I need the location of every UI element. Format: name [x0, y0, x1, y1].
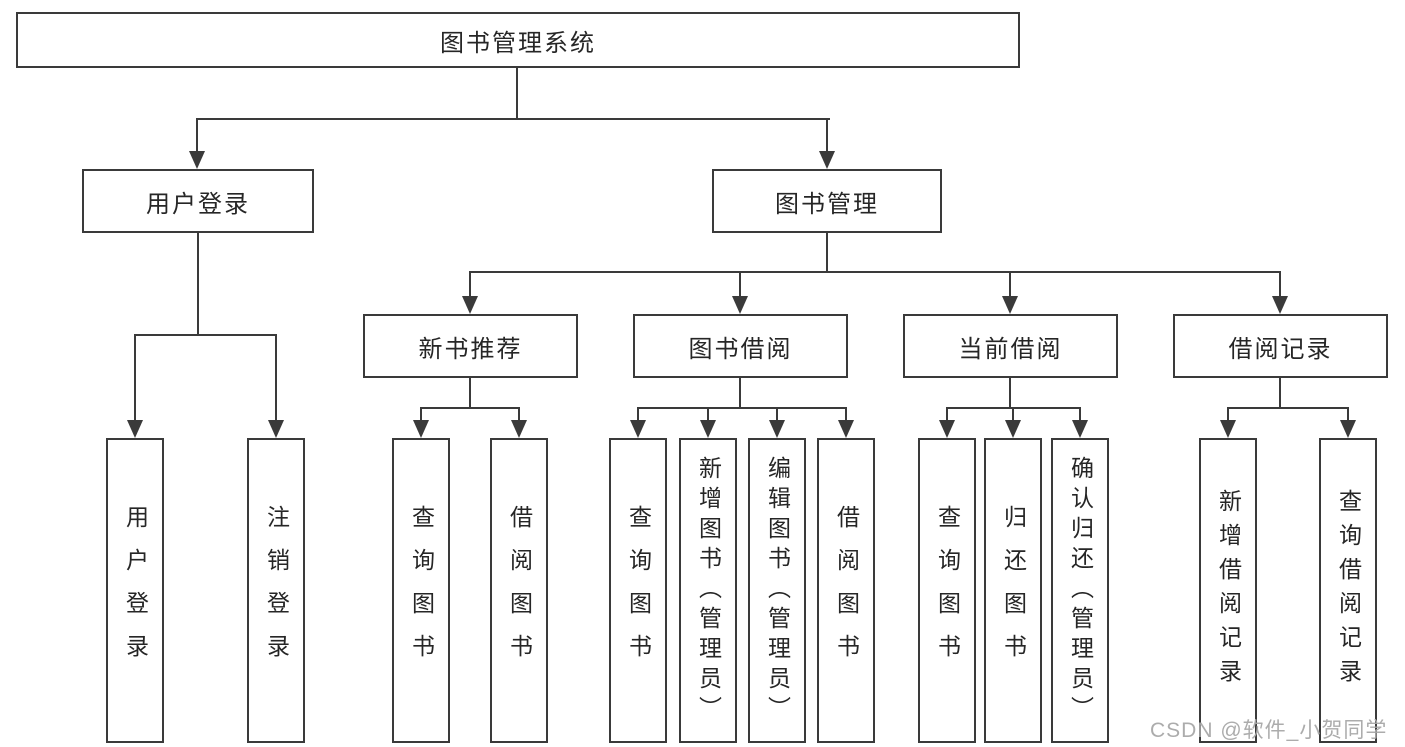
- connector-line: [1079, 407, 1081, 424]
- leaf-query-books-current: 查询图书: [918, 438, 976, 743]
- leaf-borrow-book: 借阅图书: [817, 438, 875, 743]
- connector-line: [1228, 407, 1349, 409]
- leaf-label: 借阅图书: [506, 504, 533, 677]
- leaf-query-books-recommend: 查询图书: [392, 438, 450, 743]
- connector-line: [197, 233, 199, 336]
- connector-line: [1227, 407, 1229, 424]
- node-user-login: 用户登录: [82, 169, 314, 233]
- node-label: 用户登录: [146, 190, 250, 218]
- leaf-label: 用户登录: [122, 504, 149, 677]
- arrowhead-down-icon: [462, 296, 478, 314]
- node-borrow-record: 借阅记录: [1173, 314, 1388, 378]
- connector-line: [826, 233, 828, 273]
- connector-line: [469, 378, 471, 409]
- arrowhead-down-icon: [127, 420, 143, 438]
- node-label: 图书借阅: [688, 335, 793, 363]
- leaf-query-books-borrow: 查询图书: [609, 438, 667, 743]
- arrowhead-down-icon: [1005, 420, 1021, 438]
- leaf-label: 借阅图书: [833, 504, 860, 677]
- arrowhead-down-icon: [819, 151, 835, 169]
- connector-line: [638, 407, 847, 409]
- watermark: CSDN @软件_小贺同学: [1150, 719, 1388, 742]
- leaf-add-borrow-record: 新增借阅记录: [1199, 438, 1257, 743]
- connector-line: [1012, 407, 1014, 424]
- node-label: 新书推荐: [418, 335, 523, 363]
- arrowhead-down-icon: [700, 420, 716, 438]
- leaf-label: 查询图书: [625, 504, 652, 677]
- leaf-label: 确认归还（管理员）: [1067, 455, 1094, 726]
- leaf-edit-book-admin: 编辑图书（管理员）: [748, 438, 806, 743]
- connector-line: [707, 407, 709, 424]
- leaf-add-book-admin: 新增图书（管理员）: [679, 438, 737, 743]
- connector-line: [135, 334, 277, 336]
- connector-line: [1279, 378, 1281, 409]
- leaf-label: 查询借阅记录: [1335, 488, 1362, 693]
- leaf-label: 编辑图书（管理员）: [764, 455, 791, 726]
- connector-line: [518, 407, 520, 424]
- connector-line: [845, 407, 847, 424]
- connector-line: [421, 407, 520, 409]
- arrowhead-down-icon: [769, 420, 785, 438]
- leaf-label: 新增图书（管理员）: [695, 455, 722, 726]
- leaf-return-book: 归还图书: [984, 438, 1042, 743]
- connector-line: [826, 118, 828, 154]
- arrowhead-down-icon: [838, 420, 854, 438]
- connector-line: [739, 378, 741, 409]
- arrowhead-down-icon: [630, 420, 646, 438]
- arrowhead-down-icon: [1340, 420, 1356, 438]
- leaf-label: 查询图书: [934, 504, 961, 677]
- connector-line: [196, 118, 198, 154]
- leaf-borrow-books-recommend: 借阅图书: [490, 438, 548, 743]
- arrowhead-down-icon: [189, 151, 205, 169]
- connector-line: [1347, 407, 1349, 424]
- connector-line: [1279, 271, 1281, 299]
- arrowhead-down-icon: [268, 420, 284, 438]
- arrowhead-down-icon: [511, 420, 527, 438]
- leaf-logout: 注销登录: [247, 438, 305, 743]
- leaf-label: 注销登录: [263, 504, 290, 677]
- arrowhead-down-icon: [413, 420, 429, 438]
- arrowhead-down-icon: [732, 296, 748, 314]
- arrowhead-down-icon: [939, 420, 955, 438]
- connector-line: [739, 271, 741, 299]
- connector-line: [470, 271, 1281, 273]
- node-label: 图书管理: [775, 190, 879, 218]
- leaf-confirm-return-admin: 确认归还（管理员）: [1051, 438, 1109, 743]
- connector-line: [275, 334, 277, 424]
- arrowhead-down-icon: [1220, 420, 1236, 438]
- leaf-label: 新增借阅记录: [1215, 488, 1242, 693]
- connector-line: [947, 407, 1081, 409]
- node-new-book-recommend: 新书推荐: [363, 314, 578, 378]
- node-label: 当前借阅: [958, 335, 1063, 363]
- leaf-query-borrow-record: 查询借阅记录: [1319, 438, 1377, 743]
- connector-line: [134, 334, 136, 424]
- arrowhead-down-icon: [1072, 420, 1088, 438]
- connector-line: [420, 407, 422, 424]
- leaf-label: 查询图书: [408, 504, 435, 677]
- arrowhead-down-icon: [1272, 296, 1288, 314]
- node-current-borrow: 当前借阅: [903, 314, 1118, 378]
- connector-line: [1009, 271, 1011, 299]
- connector-line: [197, 118, 830, 120]
- leaf-user-login: 用户登录: [106, 438, 164, 743]
- arrowhead-down-icon: [1002, 296, 1018, 314]
- node-book-borrow: 图书借阅: [633, 314, 848, 378]
- node-label: 借阅记录: [1228, 335, 1333, 363]
- connector-line: [776, 407, 778, 424]
- connector-line: [516, 67, 518, 119]
- connector-line: [637, 407, 639, 424]
- connector-line: [946, 407, 948, 424]
- connector-line: [1009, 378, 1011, 409]
- leaf-label: 归还图书: [1000, 504, 1027, 677]
- connector-line: [469, 271, 471, 299]
- node-book-management: 图书管理: [712, 169, 942, 233]
- node-root-library-system: 图书管理系统: [16, 12, 1020, 68]
- node-label: 图书管理系统: [440, 29, 596, 57]
